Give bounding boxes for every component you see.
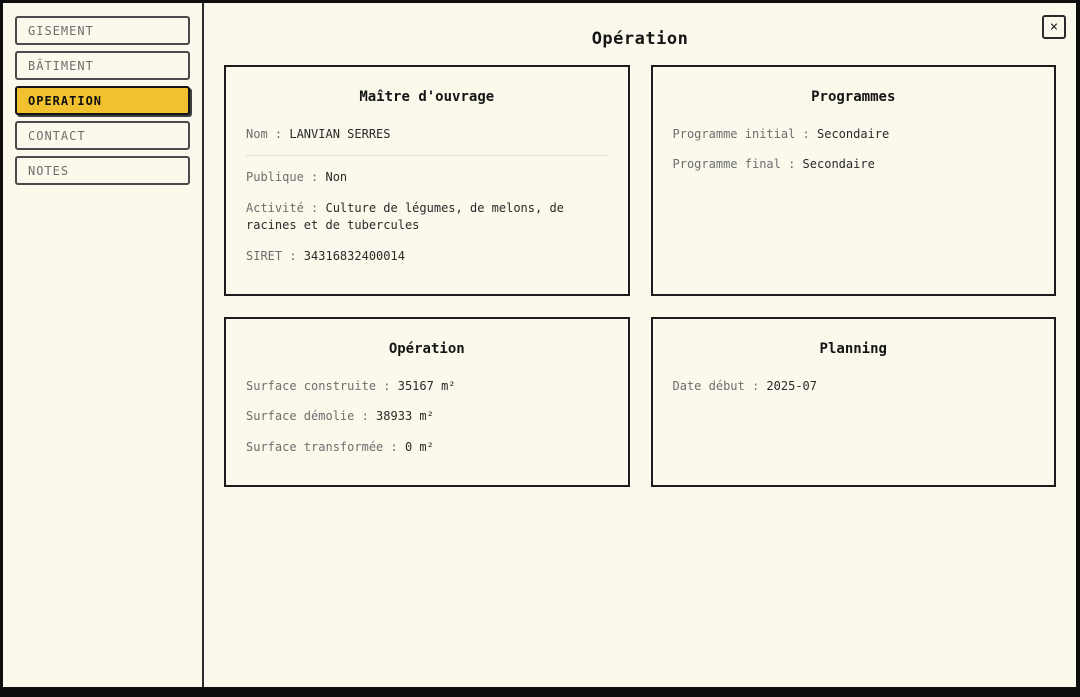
- field-row-publique: Publique : Non: [246, 169, 608, 186]
- page-title: Opération: [591, 29, 689, 49]
- card-title: Planning: [819, 340, 887, 357]
- field-row-programme-final: Programme final : Secondaire: [673, 156, 1035, 173]
- sidebar: GISEMENT BÂTIMENT OPERATION CONTACT NOTES: [3, 3, 204, 687]
- field-row-surface-demolie: Surface démolie : 38933 m²: [246, 408, 608, 425]
- sidebar-item-gisement[interactable]: GISEMENT: [15, 16, 190, 45]
- field-value: 34316832400014: [303, 248, 405, 263]
- card-title: Programmes: [811, 89, 896, 105]
- field-label: Surface transformée :: [246, 439, 405, 454]
- sidebar-item-notes[interactable]: NOTES: [15, 156, 190, 185]
- field-value: Culture de légumes, de melons, de racine…: [246, 200, 564, 233]
- field-value: Non: [325, 170, 348, 185]
- field-value: Secondaire: [802, 157, 875, 172]
- field-value: 38933 m²: [376, 409, 434, 424]
- field-label: Surface démolie :: [246, 409, 377, 424]
- close-button[interactable]: ×: [1042, 15, 1066, 39]
- field-label: Activité :: [246, 200, 326, 215]
- field-label: Surface construite :: [246, 378, 398, 393]
- field-row-nom: Nom : LANVIAN SERRES: [246, 126, 608, 157]
- close-icon: ×: [1049, 19, 1059, 35]
- sidebar-item-operation[interactable]: OPERATION: [15, 86, 190, 115]
- field-row-surface-transformee: Surface transformée : 0 m²: [246, 439, 608, 456]
- field-label: Programme initial :: [672, 127, 817, 141]
- field-row-siret: SIRET : 34316832400014: [246, 248, 608, 265]
- field-row-programme-initial: Programme initial : Secondaire: [673, 126, 1035, 143]
- field-row-surface-construite: Surface construite : 35167 m²: [246, 378, 608, 395]
- card-title: Maître d'ouvrage: [359, 89, 495, 105]
- sidebar-item-batiment[interactable]: BÂTIMENT: [15, 51, 190, 80]
- card-title: Opération: [388, 340, 465, 357]
- field-value: 0 m²: [404, 439, 434, 454]
- field-label: SIRET :: [246, 248, 304, 263]
- field-label: Publique :: [246, 170, 326, 185]
- field-label: Programme final :: [672, 157, 803, 172]
- field-row-activite: Activité : Culture de légumes, de melons…: [246, 200, 608, 235]
- field-value: 35167 m²: [397, 378, 456, 393]
- field-row-date-debut: Date début : 2025-07: [673, 378, 1035, 395]
- field-label: Date début :: [672, 378, 767, 393]
- sidebar-item-contact[interactable]: CONTACT: [15, 121, 190, 150]
- field-value: Secondaire: [817, 127, 890, 141]
- field-label: Nom :: [246, 127, 290, 141]
- field-value: LANVIAN SERRES: [289, 127, 391, 141]
- field-value: 2025-07: [766, 378, 817, 393]
